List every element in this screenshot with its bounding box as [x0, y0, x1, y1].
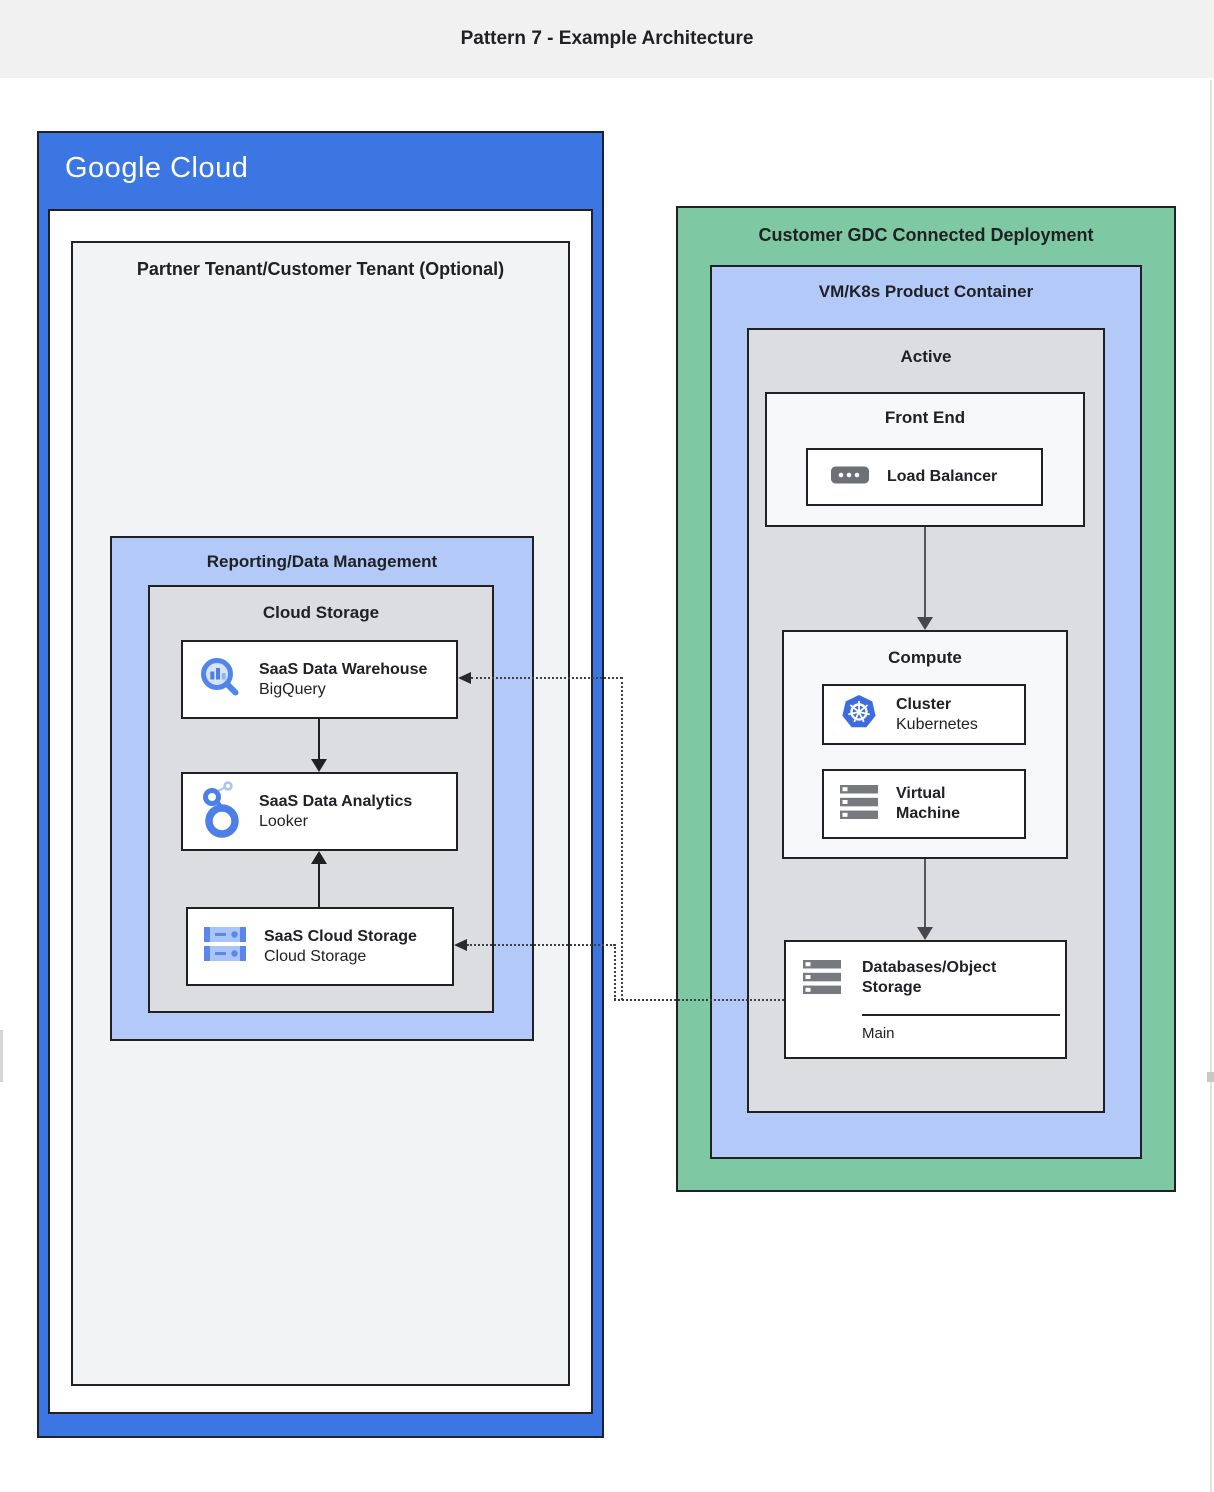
- cloud-storage-group-label: Cloud Storage: [262, 603, 380, 622]
- page-edge-tick: [0, 1030, 3, 1082]
- arrowhead-down-icon: [917, 617, 933, 630]
- arrowhead-down-icon: [311, 759, 327, 772]
- card-title: Databases/Object Storage: [862, 959, 997, 996]
- card-title: Load Balancer: [887, 468, 998, 486]
- card-subtitle: Cloud Storage: [264, 947, 367, 965]
- arrowhead-down-icon: [917, 927, 933, 940]
- connector-frontend-compute: [924, 527, 926, 617]
- load-balancer-icon: [830, 465, 870, 490]
- dotted-line-vertical-2: [614, 944, 616, 1000]
- saas-data-analytics-card: SaaS Data Analytics Looker: [181, 772, 458, 851]
- connector-warehouse-analytics: [318, 719, 320, 761]
- partner-tenant-label: Partner Tenant/Customer Tenant (Optional…: [136, 259, 505, 279]
- virtual-machine-icon: [839, 784, 879, 824]
- front-end-label: Front End: [884, 408, 966, 427]
- card-title: SaaS Data Analytics: [259, 792, 413, 810]
- saas-cloud-storage-card: SaaS Cloud Storage Cloud Storage: [186, 907, 454, 986]
- dotted-line-vertical-1: [621, 677, 623, 1000]
- google-cloud-logo: Google Cloud: [65, 152, 249, 184]
- arrowhead-left-icon: [458, 672, 471, 684]
- card-divider: [862, 1014, 1060, 1016]
- connector-compute-database: [924, 859, 926, 927]
- cluster-card: Cluster Kubernetes: [822, 684, 1026, 745]
- cloud-storage-icon: [203, 927, 247, 966]
- bigquery-icon: [198, 655, 242, 704]
- database-icon: [802, 960, 842, 999]
- dotted-line-from-database: [614, 999, 784, 1001]
- card-subtitle: Looker: [259, 812, 308, 830]
- kubernetes-icon: [839, 692, 879, 737]
- active-label: Active: [900, 347, 952, 366]
- dotted-line-to-storage: [467, 944, 615, 946]
- page-title: Pattern 7 - Example Architecture: [460, 28, 754, 49]
- card-subtitle: BigQuery: [259, 680, 326, 698]
- card-title: SaaS Data Warehouse: [259, 660, 428, 678]
- card-title: Virtual Machine: [896, 785, 961, 822]
- looker-icon: [198, 780, 242, 843]
- vmk8s-label: VM/K8s Product Container: [818, 282, 1034, 301]
- page-edge-tick: [1207, 1072, 1214, 1082]
- saas-data-warehouse-card: SaaS Data Warehouse BigQuery: [181, 640, 458, 719]
- dotted-line-to-warehouse: [471, 677, 622, 679]
- connector-storage-analytics: [318, 864, 320, 907]
- title-bar: Pattern 7 - Example Architecture: [0, 0, 1214, 78]
- arrowhead-left-icon: [454, 939, 467, 951]
- compute-label: Compute: [888, 648, 962, 667]
- card-caption: Main: [862, 1025, 895, 1042]
- page-edge-line: [1210, 80, 1212, 1492]
- card-title: Cluster: [896, 695, 952, 713]
- card-title: SaaS Cloud Storage: [264, 927, 417, 945]
- gdc-deployment-label: Customer GDC Connected Deployment: [758, 225, 1094, 245]
- databases-object-storage-card: Databases/Object Storage Main: [784, 940, 1067, 1059]
- reporting-label: Reporting/Data Management: [206, 552, 438, 571]
- card-subtitle: Kubernetes: [896, 715, 978, 733]
- virtual-machine-card: Virtual Machine: [822, 769, 1026, 839]
- arrowhead-up-icon: [311, 851, 327, 864]
- load-balancer-card: Load Balancer: [806, 448, 1043, 506]
